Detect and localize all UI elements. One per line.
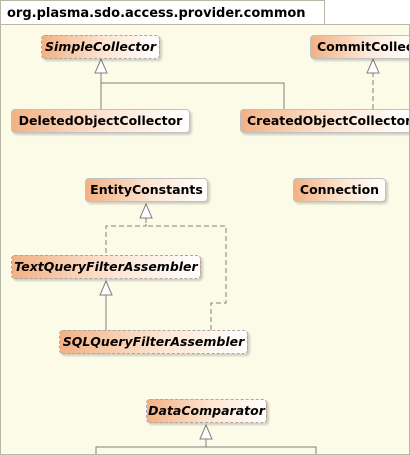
relationship-edges xyxy=(94,57,380,454)
generalization-arrow-simple xyxy=(94,57,108,74)
class-label: DeletedObjectCollector xyxy=(18,113,183,128)
class-label: CreatedObjectCollector xyxy=(247,113,410,128)
package-tab: org.plasma.sdo.access.provider.common xyxy=(0,0,325,25)
edge-created-to-simple xyxy=(101,82,285,109)
class-created-object-collector[interactable]: CreatedObjectCollector xyxy=(240,109,410,133)
class-sql-query-filter-assembler[interactable]: SQLQueryFilterAssembler xyxy=(59,330,248,354)
class-simple-collector[interactable]: SimpleCollector xyxy=(41,35,160,59)
class-text-query-filter-assembler[interactable]: TextQueryFilterAssembler xyxy=(11,255,201,279)
class-deleted-object-collector[interactable]: DeletedObjectCollector xyxy=(11,109,190,133)
package-body: SimpleCollector CommitCollector DeletedO… xyxy=(0,24,410,455)
class-label: EntityConstants xyxy=(90,182,203,197)
class-label: Connection xyxy=(299,182,380,197)
realization-arrow-entity xyxy=(139,202,153,219)
generalization-arrow-comparator xyxy=(199,423,213,440)
class-label: SQLQueryFilterAssembler xyxy=(62,334,245,349)
class-label: SimpleCollector xyxy=(45,39,156,54)
class-commit-collector[interactable]: CommitCollector xyxy=(310,35,409,59)
class-connection[interactable]: Connection xyxy=(293,178,386,202)
class-label: TextQueryFilterAssembler xyxy=(14,259,198,274)
edge-sql-to-entity xyxy=(146,225,227,330)
class-label: DataComparator xyxy=(148,403,265,418)
generalization-arrow-text xyxy=(99,279,113,296)
class-data-comparator[interactable]: DataComparator xyxy=(146,399,267,423)
realization-arrow-commit xyxy=(366,57,380,74)
class-entity-constants[interactable]: EntityConstants xyxy=(85,178,208,202)
edge-subclasses-to-comparator xyxy=(95,446,317,454)
class-label: CommitCollector xyxy=(317,39,409,54)
package-name: org.plasma.sdo.access.provider.common xyxy=(7,6,306,21)
edge-text-to-entity xyxy=(105,216,147,253)
